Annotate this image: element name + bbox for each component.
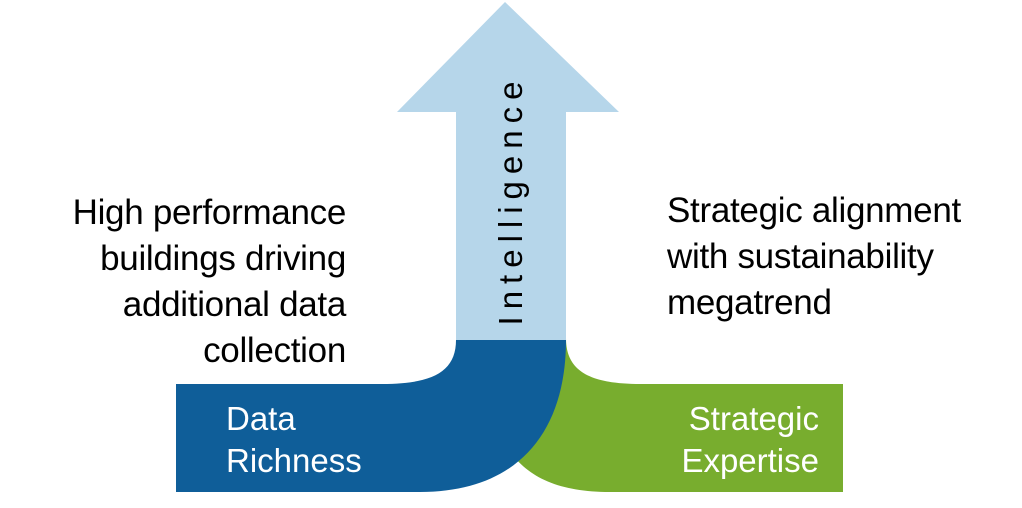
left-description-line-2: buildings driving (100, 239, 346, 278)
right-description-line-2: with sustainability (667, 237, 934, 276)
intelligence-arrow (397, 2, 619, 340)
strategic-expertise-shape (509, 338, 843, 492)
intelligence-label: Intelligence (492, 74, 529, 326)
data-richness-label: Data Richness (226, 398, 362, 482)
strategic-expertise-label: Strategic Expertise (681, 398, 819, 482)
data-richness-shape (176, 340, 566, 492)
right-description-line-3: megatrend (667, 283, 832, 322)
data-richness-line-2: Richness (226, 442, 362, 479)
right-description: Strategic alignment with sustainability … (667, 188, 961, 326)
strategic-expertise-line-1: Strategic (688, 400, 819, 437)
strategic-expertise-line-2: Expertise (681, 442, 819, 479)
left-description-line-1: High performance (72, 193, 347, 232)
left-description-line-4: collection (203, 331, 346, 370)
data-richness-line-1: Data (226, 400, 296, 437)
right-description-line-1: Strategic alignment (667, 191, 961, 230)
left-description-line-3: additional data (122, 285, 347, 324)
left-description: High performance buildings driving addit… (72, 190, 347, 374)
